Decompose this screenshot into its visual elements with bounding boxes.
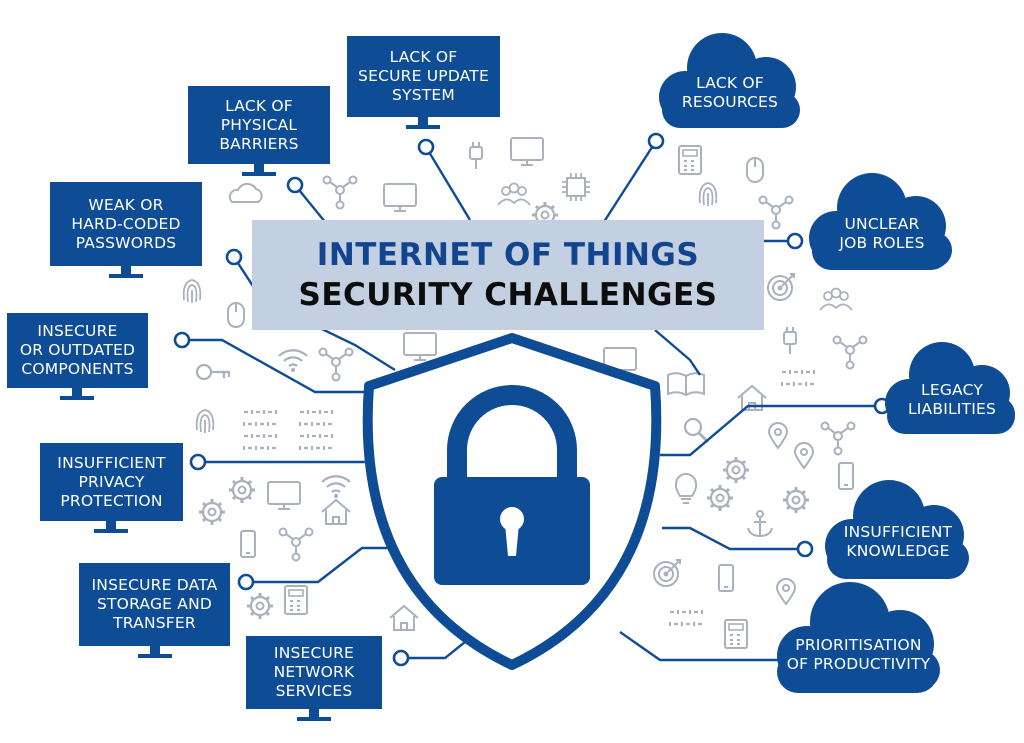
monitor-icon — [79, 563, 230, 658]
monitor-icon — [188, 86, 330, 176]
node-unclear-job-roles: UNCLEAR JOB ROLES — [839, 215, 925, 252]
padlock-icon — [434, 385, 590, 585]
node-lack-of-physical-barriers: LACK OF PHYSICAL BARRIERS — [219, 96, 299, 153]
cloud-icon — [885, 342, 1015, 434]
node-lack-of-resources: LACK OF RESOURCES — [681, 74, 779, 111]
node-prioritisation-of-productivity: PRIORITISATION OF PRODUCTIVITY — [786, 636, 931, 673]
node-legacy-liabilities: LEGACY LIABILITIES — [907, 381, 997, 418]
node-insufficient-privacy-protection: INSUFFICIENT PRIVACY PROTECTION — [57, 453, 166, 510]
cloud-shapes — [659, 33, 1015, 693]
monitor-icon — [40, 443, 183, 533]
title-line-1: INTERNET OF THINGS — [316, 237, 700, 273]
title-line-2: SECURITY CHALLENGES — [298, 277, 718, 313]
connector-lines — [182, 140, 882, 662]
node-insufficient-knowledge: INSUFFICIENT KNOWLEDGE — [843, 523, 953, 560]
monitor-icon — [50, 182, 202, 278]
node-insecure-network-services: INSECURE NETWORK SERVICES — [273, 644, 355, 700]
title-panel: INTERNET OF THINGS SECURITY CHALLENGES — [252, 220, 764, 330]
cloud-icon — [809, 173, 952, 270]
node-insecure-components: INSECURE OR OUTDATED COMPONENTS — [19, 322, 136, 378]
node-lack-of-secure-update-system: LACK OF SECURE UPDATE SYSTEM — [358, 48, 489, 104]
cloud-icon — [825, 480, 969, 579]
monitor-icon — [246, 636, 382, 721]
cloud-icon — [777, 582, 940, 693]
cloud-icon — [659, 33, 800, 128]
node-weak-passwords: WEAK OR HARD-CODED PASSWORDS — [71, 195, 181, 252]
monitor-icon — [7, 313, 148, 400]
monitor-icon — [347, 36, 500, 129]
monitor-shapes — [7, 36, 500, 721]
node-insecure-data-storage: INSECURE DATA STORAGE AND TRANSFER — [91, 576, 218, 632]
